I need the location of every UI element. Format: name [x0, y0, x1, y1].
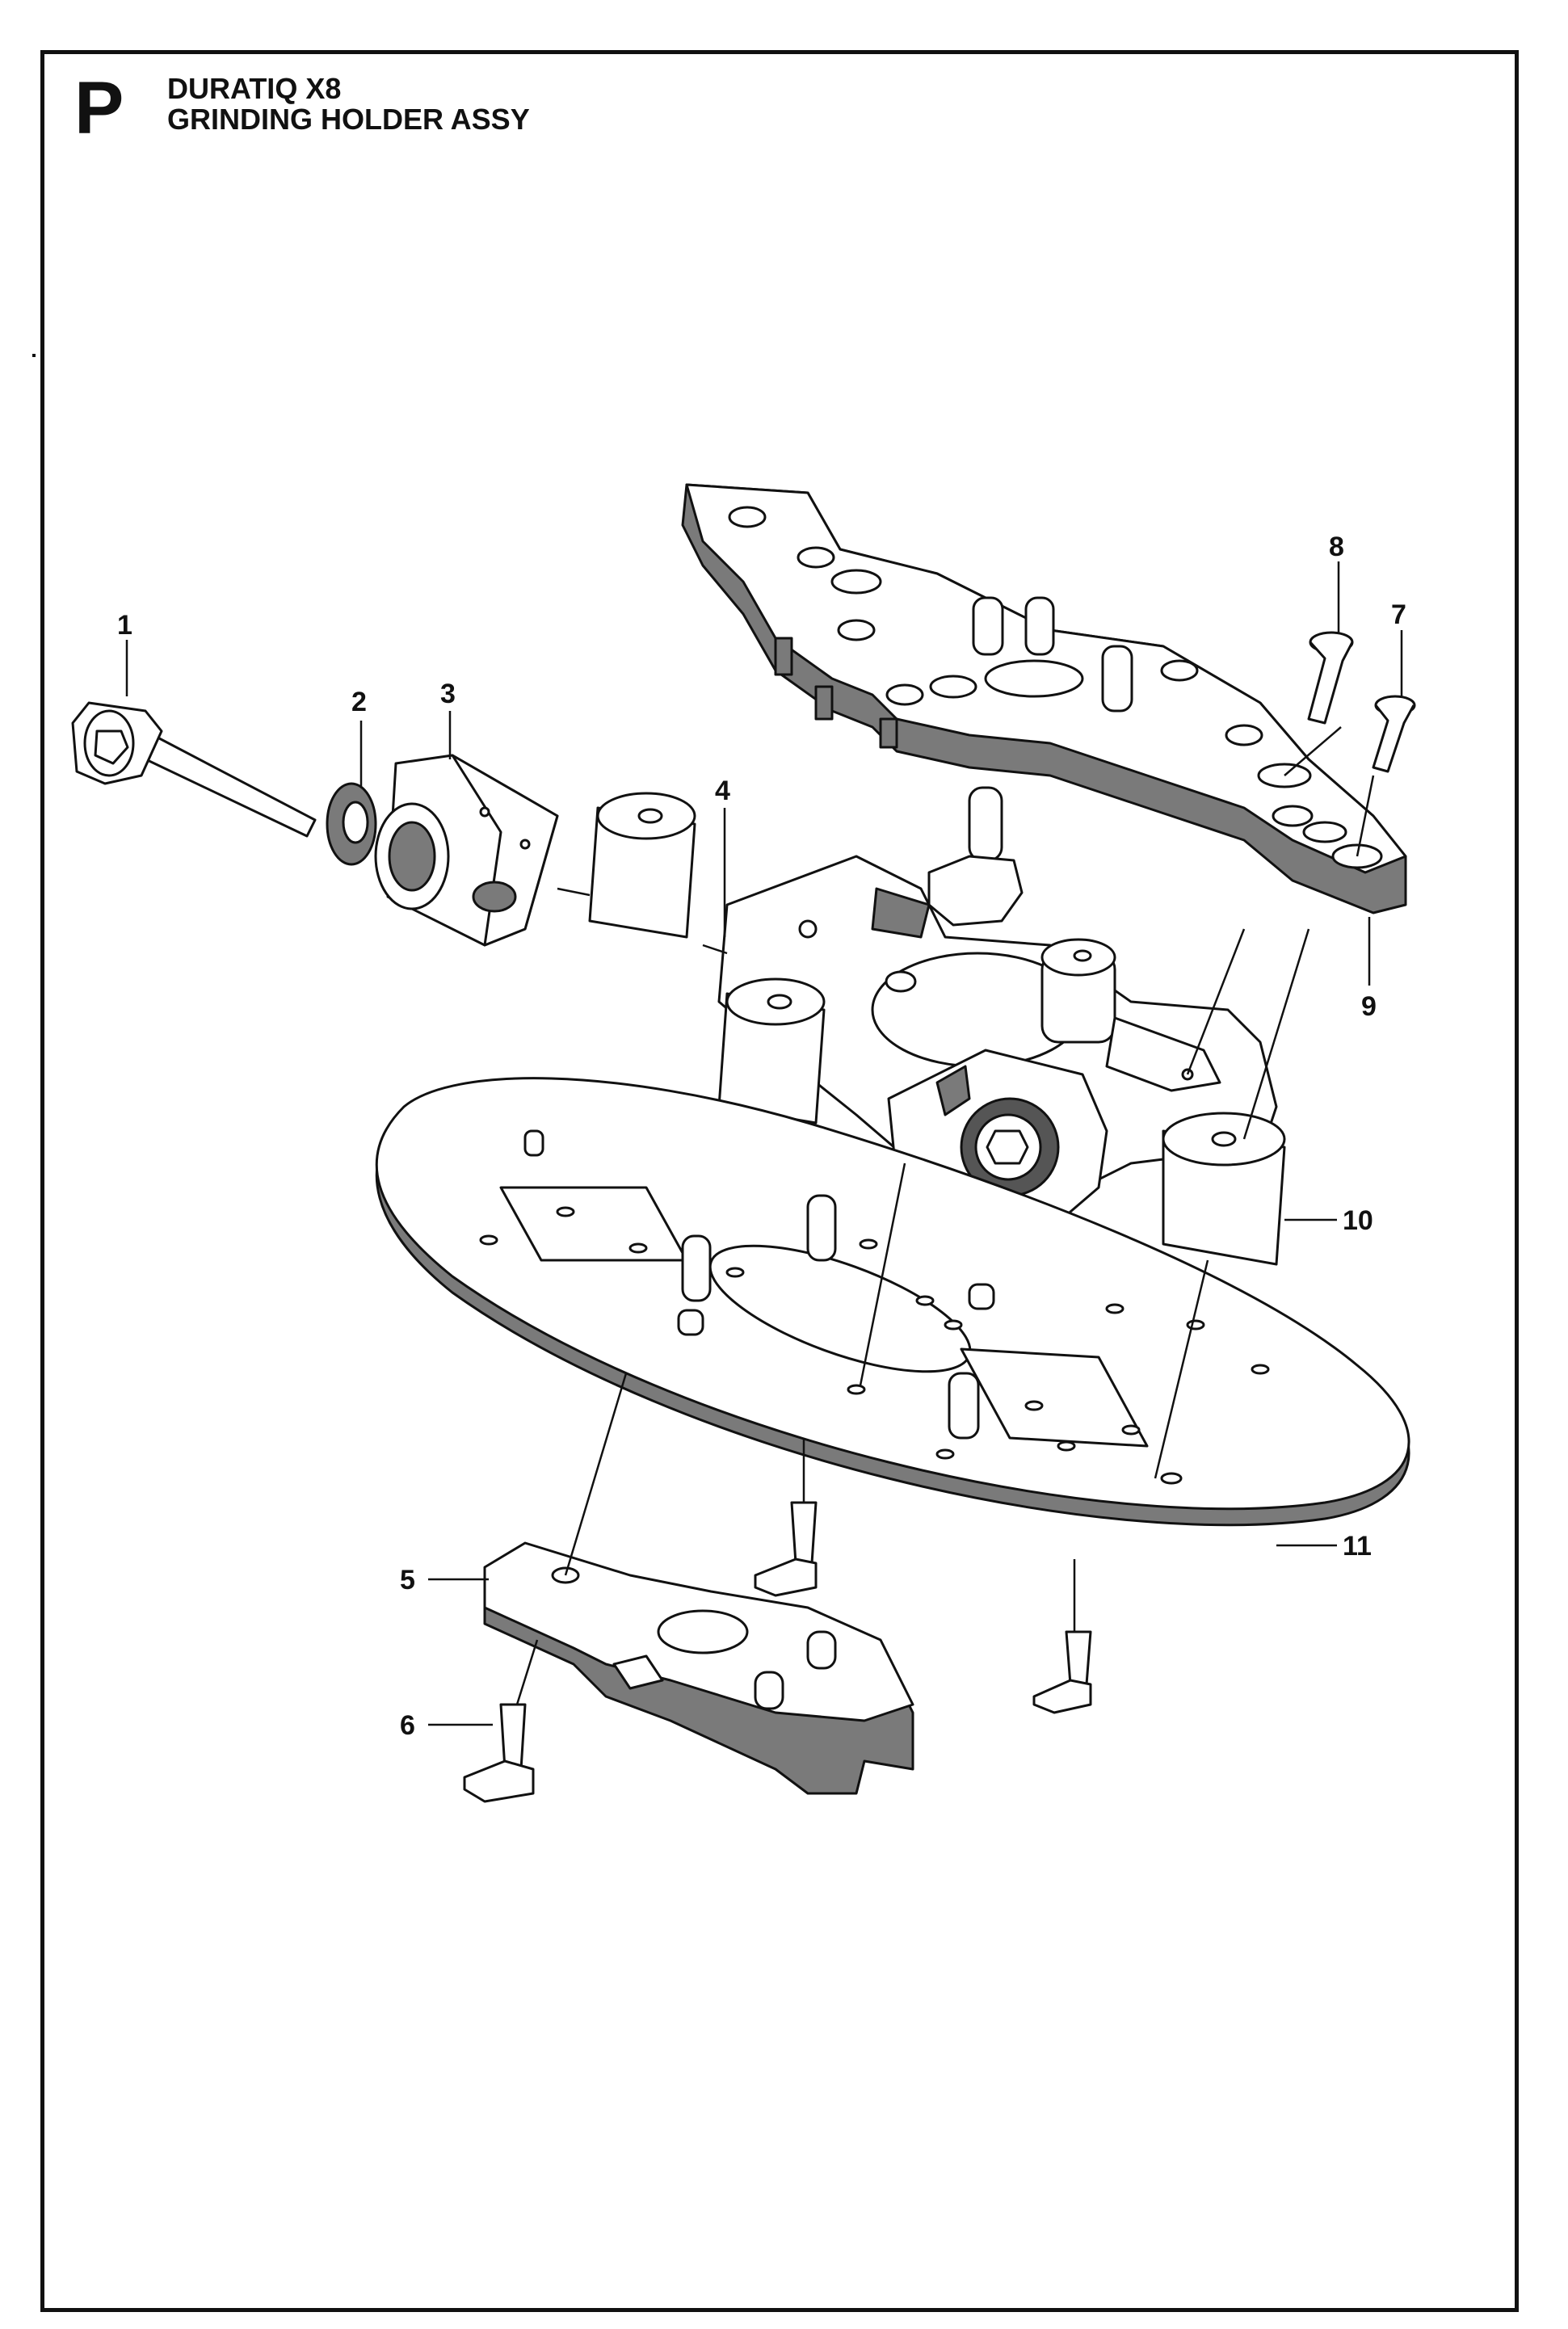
callout-10: 10	[1343, 1205, 1373, 1236]
spacer-sleeve-10	[1162, 1112, 1286, 1266]
countersunk-screw-right	[1032, 1630, 1092, 1714]
callout-11: 11	[1343, 1531, 1372, 1562]
left-sleeve	[717, 977, 826, 1125]
countersunk-screw-6	[463, 1703, 535, 1803]
stray-mark	[32, 354, 36, 357]
top-holder-plate	[681, 483, 1407, 914]
bearing-block	[374, 754, 559, 947]
countersunk-screw-8	[1307, 631, 1354, 725]
callout-1: 1	[117, 610, 132, 641]
hex-flange-bolt	[927, 786, 1024, 927]
callout-7: 7	[1391, 599, 1406, 630]
model-title: DURATIQ X8	[167, 72, 342, 105]
spacer-sleeve	[588, 792, 696, 939]
socket-head-cap-screw	[71, 701, 317, 838]
callout-4: 4	[715, 776, 730, 806]
callout-5: 5	[400, 1565, 415, 1595]
section-letter: P	[74, 67, 124, 149]
lower-clamp	[483, 1541, 914, 1795]
callout-6: 6	[400, 1710, 415, 1741]
diagram-frame	[40, 50, 1519, 2312]
base-plate	[375, 1077, 1410, 1527]
washer	[326, 782, 377, 866]
callout-9: 9	[1361, 991, 1377, 1022]
countersunk-screw-center	[754, 1501, 818, 1597]
callout-8: 8	[1329, 532, 1344, 562]
leader-lines	[125, 561, 1403, 1726]
assembly-title: GRINDING HOLDER ASSY	[167, 103, 530, 136]
callout-2: 2	[351, 687, 367, 717]
callout-3: 3	[440, 679, 456, 709]
countersunk-screw-7	[1372, 695, 1416, 773]
